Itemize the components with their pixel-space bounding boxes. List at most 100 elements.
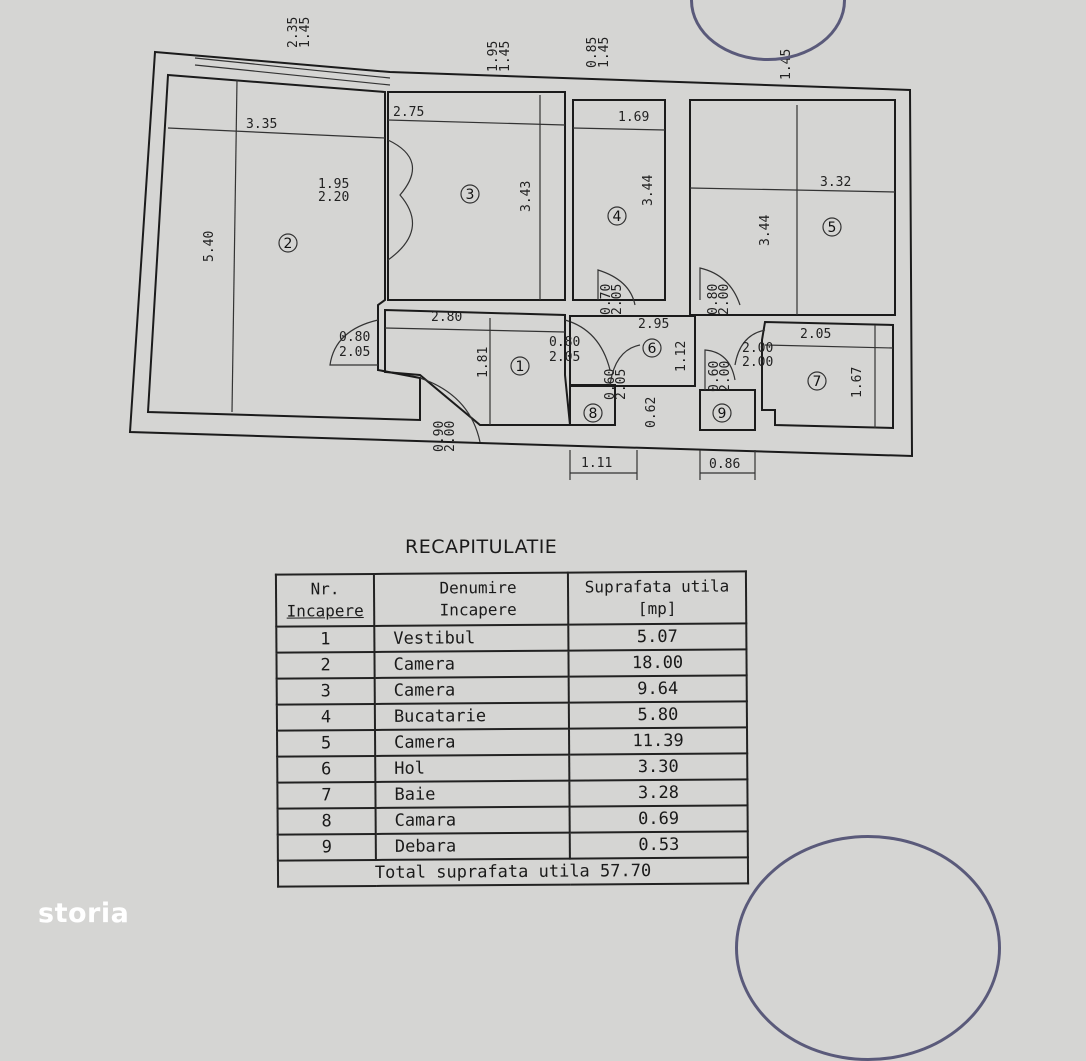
room-1-length: 1.81 — [476, 347, 491, 378]
svg-text:6: 6 — [648, 341, 657, 357]
room-7-length: 1.67 — [850, 367, 865, 398]
room-8-length: 0.62 — [644, 397, 659, 428]
room-number-5: 5 — [822, 217, 842, 237]
room-number-9: 9 — [712, 403, 732, 423]
storia-logo: storia — [38, 898, 130, 929]
room-number-2: 2 — [278, 233, 298, 253]
room-5-length: 3.44 — [758, 215, 773, 246]
svg-text:3: 3 — [466, 187, 475, 203]
room-number-4: 4 — [607, 206, 627, 226]
room-5-wall — [689, 99, 896, 316]
room-1-wall — [384, 308, 572, 426]
door-width: 0.80 — [706, 284, 721, 315]
dimension-line — [699, 450, 756, 480]
header-area: Suprafata utila[mp] — [567, 571, 747, 625]
svg-text:1: 1 — [516, 359, 525, 375]
total-row: Total suprafata utila 57.70 — [277, 857, 749, 887]
dimension-line — [167, 127, 386, 139]
door-8 — [609, 344, 641, 386]
header-nr: Nr.Incapere — [275, 573, 375, 627]
dimension-line — [384, 327, 566, 333]
door-width: 0.90 — [432, 421, 447, 452]
double-door — [387, 139, 414, 261]
door-9 — [704, 349, 736, 390]
ministry-stamp — [735, 835, 1001, 1061]
dimension-line — [764, 344, 894, 349]
svg-text:4: 4 — [613, 209, 622, 225]
room-3-wall — [387, 91, 566, 301]
door-height: 2.00 — [718, 361, 733, 392]
dimension-line — [231, 79, 238, 413]
room-6-length: 1.12 — [674, 341, 689, 372]
room-4-length: 3.44 — [641, 175, 656, 206]
room-7-width: 2.05 — [800, 327, 831, 342]
door-height: 2.00 — [443, 421, 458, 452]
door-4 — [597, 269, 636, 306]
dimension-line — [689, 187, 896, 193]
window — [194, 64, 391, 86]
room-6-width: 2.95 — [638, 317, 669, 332]
room-6-wall — [569, 315, 696, 387]
room-5-width: 3.32 — [820, 175, 851, 190]
room-1-width: 2.80 — [431, 310, 462, 325]
door-6 — [564, 319, 611, 371]
room-3-width: 2.75 — [393, 105, 424, 120]
room-8-width: 1.11 — [581, 456, 612, 471]
door-height: 2.00 — [717, 284, 732, 315]
total-area: Total suprafata utila 57.70 — [277, 857, 749, 887]
svg-text:2: 2 — [284, 236, 293, 252]
room-number-6: 6 — [642, 338, 662, 358]
door-height: 2.20 — [318, 190, 349, 205]
dimension-line — [387, 119, 566, 126]
window-width: 2.35 — [286, 17, 301, 48]
room-3-length: 3.43 — [519, 181, 534, 212]
door-height: 2.05 — [614, 369, 629, 400]
recap-title: RECAPITULATIE — [405, 536, 558, 558]
outer-wall — [128, 50, 914, 458]
door-height: 2.00 — [742, 355, 773, 370]
window-height: 1.45 — [597, 37, 612, 68]
room-4-wall — [572, 99, 666, 301]
room-8-wall — [569, 384, 616, 426]
door-width: 2.00 — [742, 341, 773, 356]
room-2-length: 5.40 — [202, 231, 217, 262]
svg-text:9: 9 — [718, 406, 727, 422]
inner-wall — [146, 73, 421, 422]
window — [194, 57, 391, 79]
dimension-line — [569, 450, 638, 480]
floor-plan: 2.351.45 1.951.45 0.851.45 1.45 3.35 5.4… — [128, 17, 914, 480]
door-width: 0.80 — [549, 335, 580, 350]
dimension-line — [572, 127, 666, 131]
door-width: 0.60 — [707, 361, 722, 392]
window-width: 0.85 — [585, 37, 600, 68]
door-width: 1.95 — [318, 177, 349, 192]
door-width: 0.80 — [339, 330, 370, 345]
door-height: 2.05 — [339, 345, 370, 360]
room-number-7: 7 — [807, 371, 827, 391]
door-height: 2.05 — [610, 284, 625, 315]
door-2 — [329, 319, 379, 366]
window-height: 1.45 — [298, 17, 313, 48]
door-width: 0.70 — [599, 284, 614, 315]
room-number-1: 1 — [510, 356, 530, 376]
room-4-width: 1.69 — [618, 110, 649, 125]
window-height: 1.45 — [498, 41, 513, 72]
door-7 — [734, 329, 766, 366]
room-2-width: 3.35 — [246, 117, 277, 132]
window-width: 1.95 — [486, 41, 501, 72]
room-number-3: 3 — [460, 184, 480, 204]
room-7-wall — [761, 320, 894, 430]
door-width: 0.60 — [603, 369, 618, 400]
svg-text:5: 5 — [828, 220, 837, 236]
